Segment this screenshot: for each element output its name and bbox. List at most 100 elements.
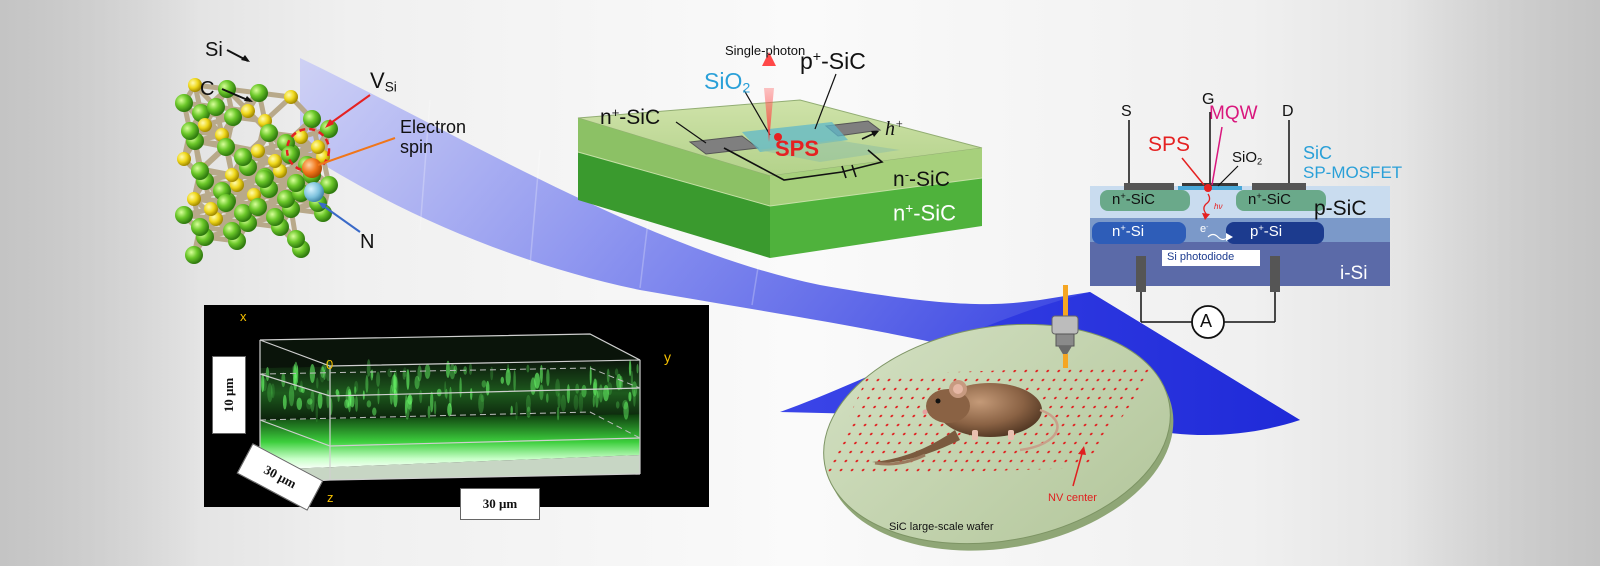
hole-label: h+ [885,117,904,140]
fluorescence-speckle [267,383,273,403]
fluorescence-speckle [419,390,423,404]
si-atom [287,230,305,248]
fluorescence-speckle [525,395,531,412]
fluorescence-speckle [444,381,447,398]
ammeter-label: A [1200,311,1213,331]
si-atom [223,222,241,240]
fluorescence-speckle [447,403,452,417]
fluorescence-speckle [539,365,543,384]
p-plus-si-label: p+-Si [1250,223,1283,241]
fluorescence-speckle [459,377,462,398]
background-vignette-right [1400,0,1600,566]
fluorescence-speckle [557,392,561,409]
fluorescence-speckle [365,375,369,393]
fluorescence-speckle [404,399,410,420]
fluorescence-speckle [430,391,434,413]
fluorescence-speckle [433,400,437,415]
c-atom [188,78,202,92]
fluorescence-speckle [490,366,494,381]
c-atom [225,168,239,182]
fluorescence-speckle [347,391,352,413]
fluorescence-speckle [307,398,313,405]
source-label: S [1121,103,1132,120]
si-atom [260,124,278,142]
fluorescence-speckle [453,365,458,375]
si-atom [207,98,225,116]
c-atom [251,144,265,158]
fluorescence-speckle [316,377,319,389]
fluorescence-speckle [407,394,413,405]
fluorescence-speckle [500,376,504,384]
p-sic-layer-label: p-SiC [1314,197,1367,220]
fluorescence-speckle [575,383,580,394]
fluorescence-speckle [616,373,622,391]
fluorescence-speckle [622,399,629,410]
fluorescence-speckle [288,385,295,407]
fluorescence-speckle [319,365,325,383]
fluorescence-speckle [323,369,326,380]
fluorescence-speckle [409,400,413,413]
si-atom [320,176,338,194]
i-si-label: i-Si [1340,263,1368,284]
fluorescence-speckle [366,359,371,377]
hv-label: hν [1214,202,1223,211]
sp-mosfet-label: SP-MOSFET [1303,163,1403,182]
n-plus-sic-source: n+-SiC [1112,191,1155,209]
fluorescence-speckle [372,407,377,416]
fluorescence-speckle [606,368,610,383]
fluorescence-speckle [261,372,265,393]
c-atom [284,90,298,104]
fluorescence-speckle [485,380,490,396]
fluorescence-speckle [594,378,598,389]
fluorescence-speckle [515,401,518,420]
si-atom [192,104,210,122]
si-atom [217,138,235,156]
si-atom [234,204,252,222]
vsi-label: VSi [370,68,397,95]
fluorescence-speckle [394,369,398,388]
n-plus-sic-substrate-label: n+-SiC [893,200,956,226]
fluorescence-speckle [445,360,451,378]
si-atom [250,84,268,102]
fluorescence-speckle [376,371,381,387]
fluorescence-speckle [505,368,511,386]
fluorescence-speckle [593,378,598,396]
fluorescence-speckle [628,360,632,377]
fluorescence-speckle [402,367,407,378]
si-atom [175,206,193,224]
fluorescence-speckle [317,392,323,409]
fluorescence-speckle [306,399,312,410]
si-atom [175,94,193,112]
sic-crystal-lattice [175,78,338,264]
fluorescence-speckle [546,369,550,387]
fluorescence-speckle [636,363,639,374]
fluorescence-speckle [335,389,339,396]
fluorescence-speckle [510,405,513,415]
fluorescence-speckle [526,364,530,373]
fluorescence-speckle [310,390,315,412]
mouse-illustration [872,380,1059,466]
fluorescence-speckle [546,393,549,403]
fluorescence-speckle [592,395,595,408]
si-atom [217,194,235,212]
single-photon-label: Single-photon [725,43,806,58]
crystal-annotations [221,49,396,233]
fluorescence-speckle [370,369,374,381]
fluorescence-speckle [630,370,634,390]
mosfet-sio2-label: SiO2 [1232,149,1263,167]
fluorescence-speckle [414,375,420,390]
si-atom [191,162,209,180]
fluorescence-speckle [581,384,587,398]
n-plus-sic-top-label: n+-SiC [600,105,661,130]
si-atom [185,246,203,264]
si-atom [287,174,305,192]
fluorescence-speckle [337,391,340,402]
si-atom [281,146,299,164]
fluorescence-speckle [355,396,358,412]
si-atom [181,122,199,140]
fluorescence-speckle [623,401,629,420]
fluorescence-speckle [566,384,571,404]
c-atom [187,192,201,206]
si-atom [218,80,236,98]
fluorescence-speckle [513,370,516,392]
